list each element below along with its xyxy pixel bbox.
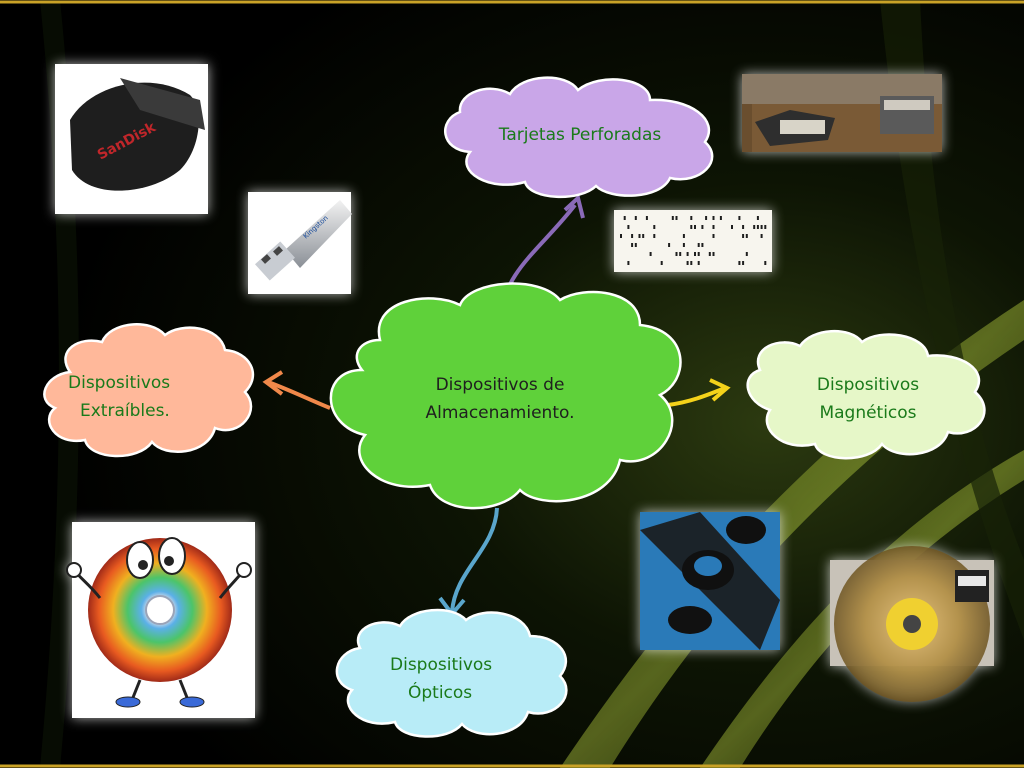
connector-left bbox=[262, 370, 331, 410]
right-node-line1: Dispositivos bbox=[817, 375, 919, 395]
center-line2: Almacenamiento. bbox=[425, 403, 574, 423]
top-node-line1: Tarjetas Perforadas bbox=[498, 125, 662, 145]
cloud-node-left: Dispositivos Extraíbles. bbox=[43, 323, 255, 458]
cloud-node-right: Dispositivos Magnéticos bbox=[746, 329, 986, 460]
center-line1: Dispositivos de bbox=[436, 375, 565, 395]
left-node-line2: Extraíbles. bbox=[80, 401, 170, 421]
punched-card-image bbox=[614, 210, 772, 272]
cloud-node-bottom: Dispositivos Ópticos bbox=[335, 608, 568, 738]
tape-reel-image bbox=[830, 546, 994, 702]
cd-mascot-image bbox=[66, 522, 255, 718]
right-node-line2: Magnéticos bbox=[819, 403, 916, 423]
bottom-node-line2: Ópticos bbox=[408, 681, 472, 703]
punch-card-machine-image bbox=[742, 74, 942, 152]
cloud-node-center: Dispositivos de Almacenamiento. bbox=[329, 282, 682, 510]
usb-stick-image: Kingston bbox=[248, 192, 352, 294]
left-node-line1: Dispositivos bbox=[68, 373, 170, 393]
bottom-node-line1: Dispositivos bbox=[390, 655, 492, 675]
sandisk-drive-image: SanDisk bbox=[55, 64, 208, 214]
connector-right bbox=[667, 378, 731, 407]
magnetic-core-image bbox=[640, 512, 780, 650]
cloud-node-top: Tarjetas Perforadas bbox=[444, 76, 714, 198]
